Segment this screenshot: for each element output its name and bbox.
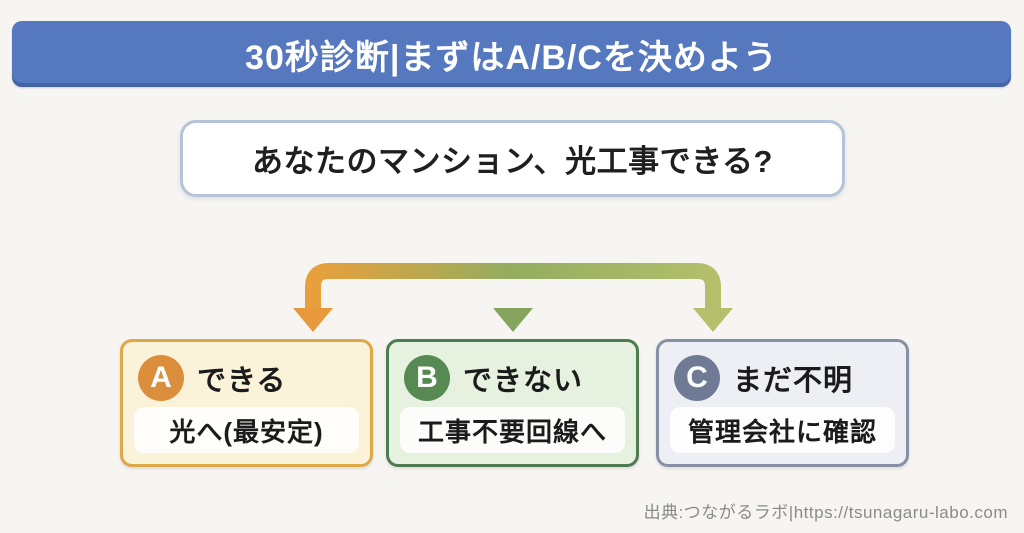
option-card-b: B できない 工事不要回線へ: [386, 339, 639, 467]
middle-arrowhead-icon: [493, 308, 533, 332]
option-b-header: B できない: [404, 355, 636, 401]
option-a-action-pill: 光へ(最安定): [134, 407, 359, 453]
header-banner: 30秒診断|まずはA/B/Cを決めよう: [12, 21, 1011, 87]
option-c-action-pill: 管理会社に確認: [670, 407, 895, 453]
option-c-action-text: 管理会社に確認: [687, 416, 877, 447]
option-c-title: まだ不明: [733, 365, 854, 397]
page-title: 30秒診断|まずはA/B/Cを決めよう: [245, 38, 778, 77]
option-a-header: A できる: [138, 355, 370, 401]
option-card-a: A できる 光へ(最安定): [120, 339, 373, 467]
left-arrowhead-icon: [293, 308, 333, 332]
option-c-badge: C: [674, 355, 720, 401]
option-b-action-pill: 工事不要回線へ: [400, 407, 625, 453]
option-b-action-text: 工事不要回線へ: [417, 416, 607, 447]
right-arrowhead-icon: [693, 308, 733, 332]
source-credit: 出典:つながるラボ|https://tsunagaru-labo.com: [643, 503, 1008, 522]
question-text: あなたのマンション、光工事できる?: [252, 144, 773, 179]
option-card-c: C まだ不明 管理会社に確認: [656, 339, 909, 467]
question-box: あなたのマンション、光工事できる?: [180, 120, 845, 197]
branch-arrows: [293, 200, 733, 332]
option-a-title: できる: [197, 365, 287, 397]
option-a-badge: A: [138, 355, 184, 401]
option-a-action-text: 光へ(最安定): [169, 416, 324, 447]
option-c-header: C まだ不明: [674, 355, 906, 401]
option-b-title: できない: [463, 365, 584, 397]
option-b-badge: B: [404, 355, 450, 401]
